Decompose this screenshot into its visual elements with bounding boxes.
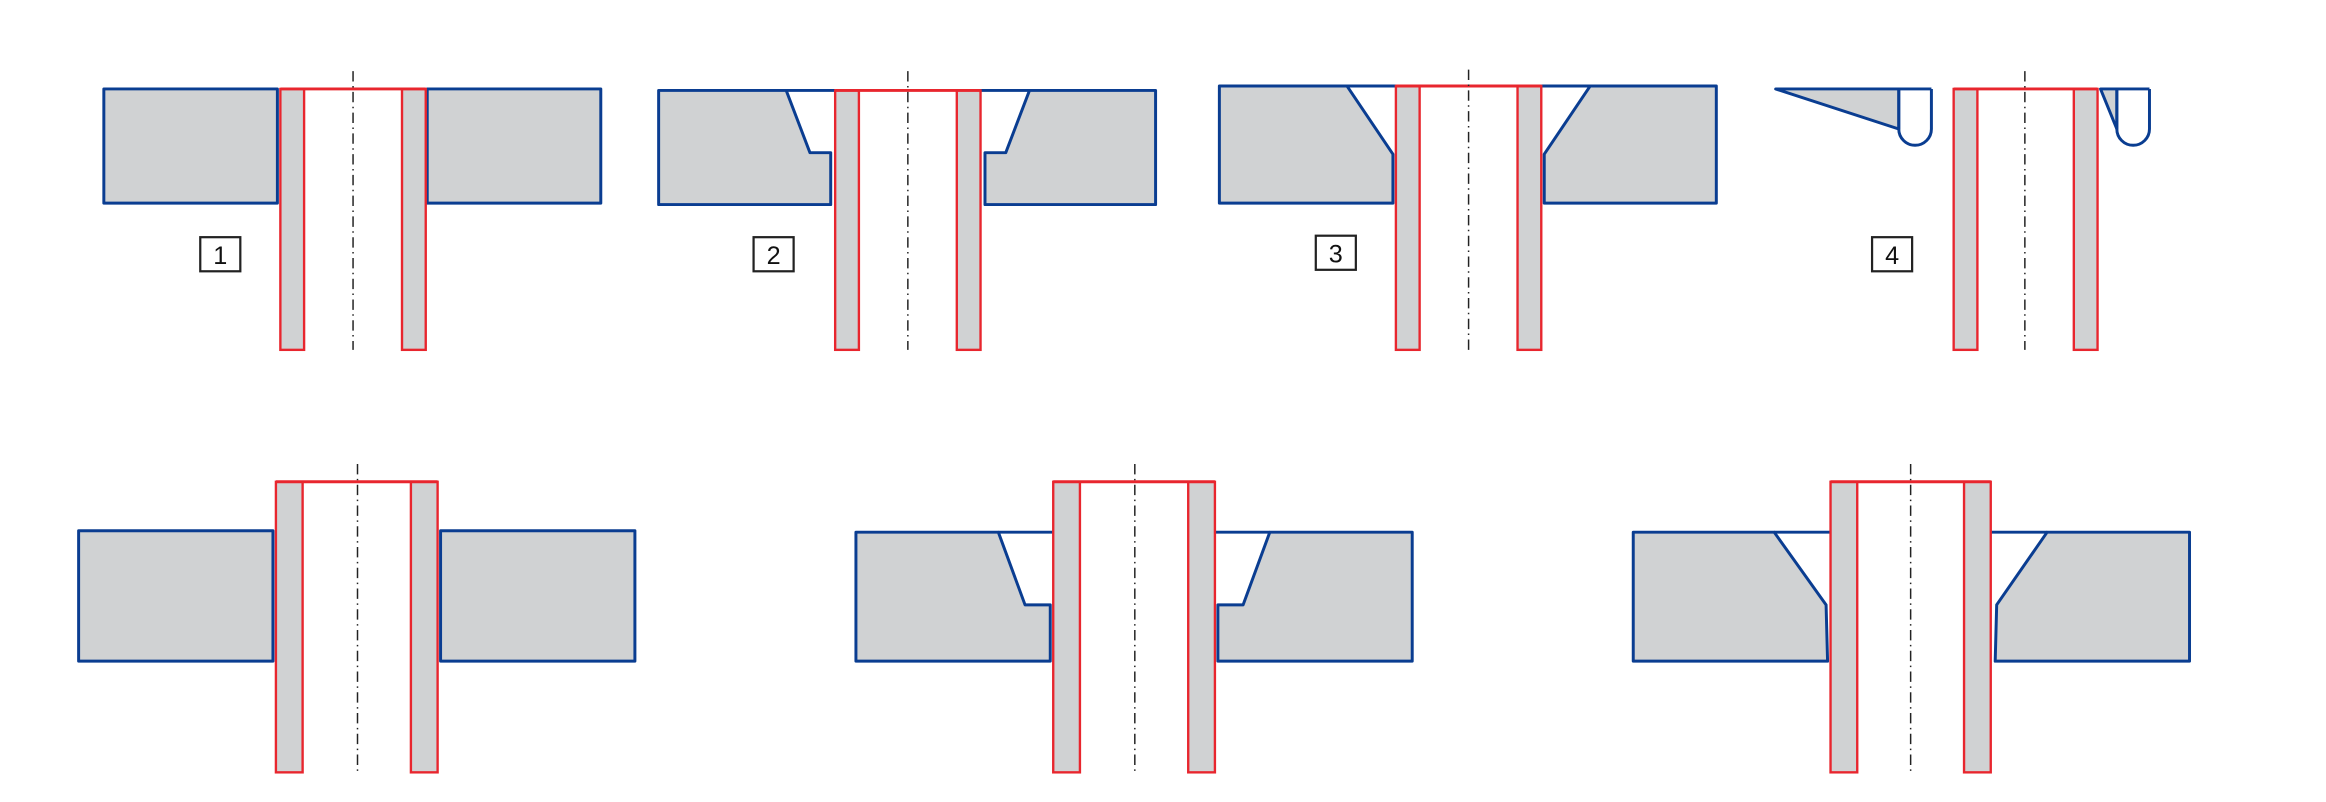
joint-panel-2: 2 bbox=[657, 71, 1158, 352]
pipe-wall-left bbox=[1052, 480, 1082, 774]
plate-left bbox=[657, 88, 833, 207]
plate-right bbox=[1993, 530, 2192, 663]
pipe-wall-right bbox=[955, 89, 982, 352]
u-groove-left bbox=[1897, 88, 1933, 147]
label-3: 3 bbox=[1329, 240, 1343, 268]
label-2: 2 bbox=[767, 242, 781, 270]
pipe-wall-left bbox=[1952, 87, 1979, 352]
plate-right bbox=[425, 87, 603, 205]
label-1: 1 bbox=[213, 242, 227, 270]
plate-left bbox=[1774, 87, 1901, 131]
plate-left bbox=[854, 530, 1052, 663]
label-box-2: 2 bbox=[752, 236, 795, 273]
pipe-wall-left bbox=[279, 87, 306, 352]
joint-panel-bottom-a bbox=[77, 464, 637, 774]
pipe-wall-right bbox=[1187, 480, 1217, 774]
plate-right bbox=[2099, 87, 2119, 131]
plate-left bbox=[1631, 530, 1830, 663]
pipe-wall-left bbox=[274, 480, 304, 774]
joint-panel-3: 3 bbox=[1217, 69, 1718, 352]
label-box-4: 4 bbox=[1870, 236, 1914, 273]
joint-panel-bottom-c bbox=[1631, 464, 2192, 774]
pipe-wall-left bbox=[1394, 84, 1421, 352]
pipe-wall-right bbox=[1516, 84, 1543, 352]
plate-left bbox=[1217, 84, 1395, 205]
label-box-3: 3 bbox=[1314, 234, 1357, 271]
joint-panel-4: 4 bbox=[1774, 71, 2151, 352]
joint-panel-1: 1 bbox=[102, 71, 603, 352]
plate-left bbox=[102, 87, 279, 205]
pipe-wall-right bbox=[1962, 480, 1992, 774]
pipe-wall-right bbox=[409, 480, 439, 774]
pipe-wall-right bbox=[400, 87, 427, 352]
joint-panel-bottom-b bbox=[854, 464, 1414, 774]
plate-left bbox=[77, 529, 275, 663]
label-box-1: 1 bbox=[199, 236, 242, 273]
pipe-wall-left bbox=[1829, 480, 1859, 774]
plate-right bbox=[983, 88, 1158, 207]
plate-right bbox=[1542, 84, 1718, 205]
u-groove-right bbox=[2115, 88, 2151, 147]
pipe-wall-right bbox=[2072, 87, 2099, 352]
pipe-wall-left bbox=[833, 89, 861, 352]
plate-right bbox=[1216, 530, 1414, 663]
plate-right bbox=[439, 529, 637, 663]
label-4: 4 bbox=[1885, 242, 1899, 270]
